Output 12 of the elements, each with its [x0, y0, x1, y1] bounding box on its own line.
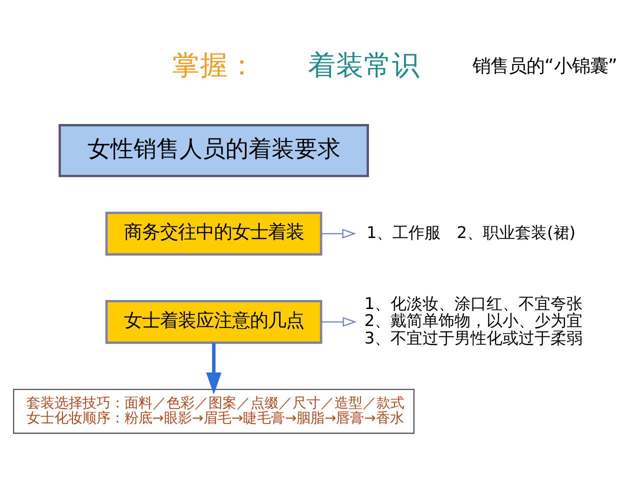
arrow	[320, 228, 356, 238]
label: 掌握：	[171, 48, 256, 82]
node-text: 1、工作服 2、职业套装(裙)	[366, 222, 576, 242]
node-box: 套装选择技巧：面料／色彩／图案／点缀／尺寸／造型／款式 女士化妆顺序：粉底→眼影→眉毛→睫毛膏→胭脂→唇膏→香水	[12, 388, 414, 434]
node-text: 1、化淡妆、涂口红、不宜夸张 2、戴简单饰物，以小、少为宜 3、不宜过于男性化或过于柔弱	[364, 294, 582, 348]
arrow	[320, 317, 356, 327]
node-box: 女士着装应注意的几点	[104, 300, 322, 344]
arrow	[206, 342, 221, 394]
label: 销售员的“小锦囊”	[472, 56, 617, 77]
label: 着装常识	[307, 48, 420, 82]
node-box: 女性销售人员的着装要求	[58, 124, 368, 178]
node-box: 商务交往中的女士着装	[104, 212, 322, 256]
